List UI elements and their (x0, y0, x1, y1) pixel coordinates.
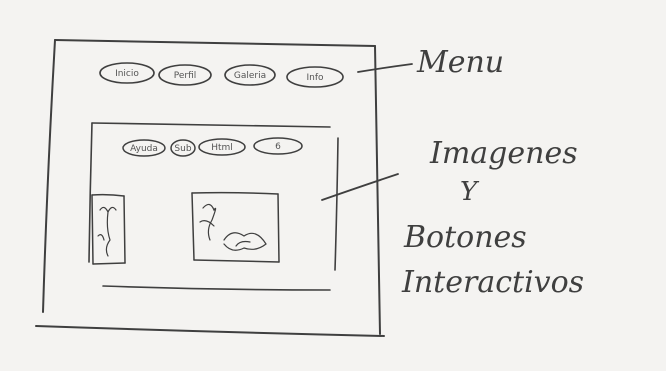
menu-button-2-label: Perfil (174, 71, 197, 81)
content-button-1[interactable]: Ayuda (123, 140, 165, 156)
image-placeholder-left[interactable] (92, 195, 125, 264)
right-image-doodle (200, 204, 266, 250)
menu-button-2[interactable]: Perfil (159, 65, 211, 85)
content-annotation-line-2: Y (460, 177, 480, 207)
menu-button-3-label: Galeria (234, 71, 266, 81)
left-image-doodle (98, 207, 116, 256)
content-pointer-line (322, 174, 398, 200)
image-placeholder-right[interactable] (192, 193, 279, 262)
content-button-2-label: Sub (174, 144, 191, 154)
content-button-1-label: Ayuda (130, 144, 158, 154)
content-annotation-line-3: Botones (403, 220, 527, 255)
content-annotation-line-1: Imagenes (429, 136, 578, 171)
menu-button-1[interactable]: Inicio (100, 63, 154, 83)
content-button-3-label: Html (211, 143, 233, 153)
content-button-3[interactable]: Html (199, 139, 245, 155)
menu-button-1-label: Inicio (115, 69, 139, 79)
menu-button-4-label: Info (306, 73, 324, 83)
content-button-row: Ayuda Sub Html 6 (123, 138, 302, 156)
menu-button-4[interactable]: Info (287, 67, 343, 87)
menu-annotation: Menu (358, 45, 504, 80)
menu-pointer-line (358, 64, 412, 72)
menu-bar: Inicio Perfil Galeria Info (100, 63, 343, 87)
menu-button-3[interactable]: Galeria (225, 65, 275, 85)
content-annotation: Imagenes Y Botones Interactivos (401, 136, 584, 300)
menu-annotation-text: Menu (416, 45, 504, 80)
content-button-4[interactable]: 6 (254, 138, 302, 154)
content-annotation-line-4: Interactivos (401, 265, 584, 300)
content-button-4-label: 6 (275, 142, 281, 152)
content-button-2[interactable]: Sub (171, 140, 195, 156)
